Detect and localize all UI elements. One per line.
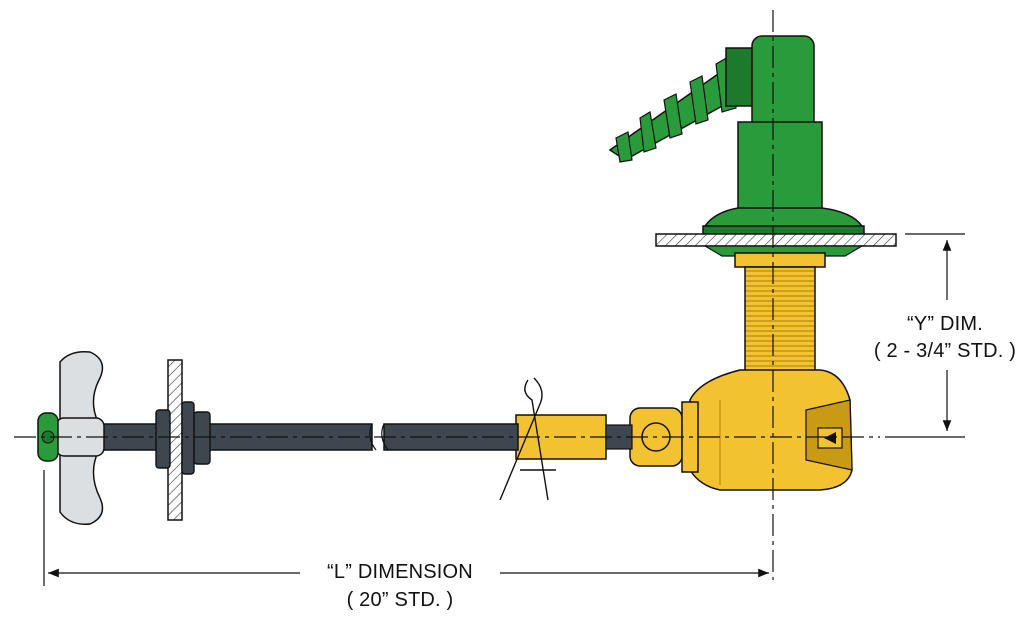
deck-plate [655,233,897,247]
wing-handle[interactable] [55,350,105,525]
spray-spout [608,47,761,163]
l-dimension-label: “L” DIMENSION [327,561,473,583]
eyewash-head [608,35,865,235]
y-dimension-label: “Y” DIM. [906,313,984,335]
panel-mount-nut [155,401,211,475]
l-dimension-line [43,470,769,586]
centerlines [14,10,880,580]
y-dimension-standard: ( 2 - 3/4” STD. ) [873,340,1017,362]
valve-elbow-body [689,369,853,491]
l-dimension-standard: ( 20” STD. ) [346,589,454,611]
handle-cap [37,412,59,462]
cotter-pin [499,377,556,501]
y-dimension-line [885,233,965,438]
threaded-shank [702,245,865,373]
